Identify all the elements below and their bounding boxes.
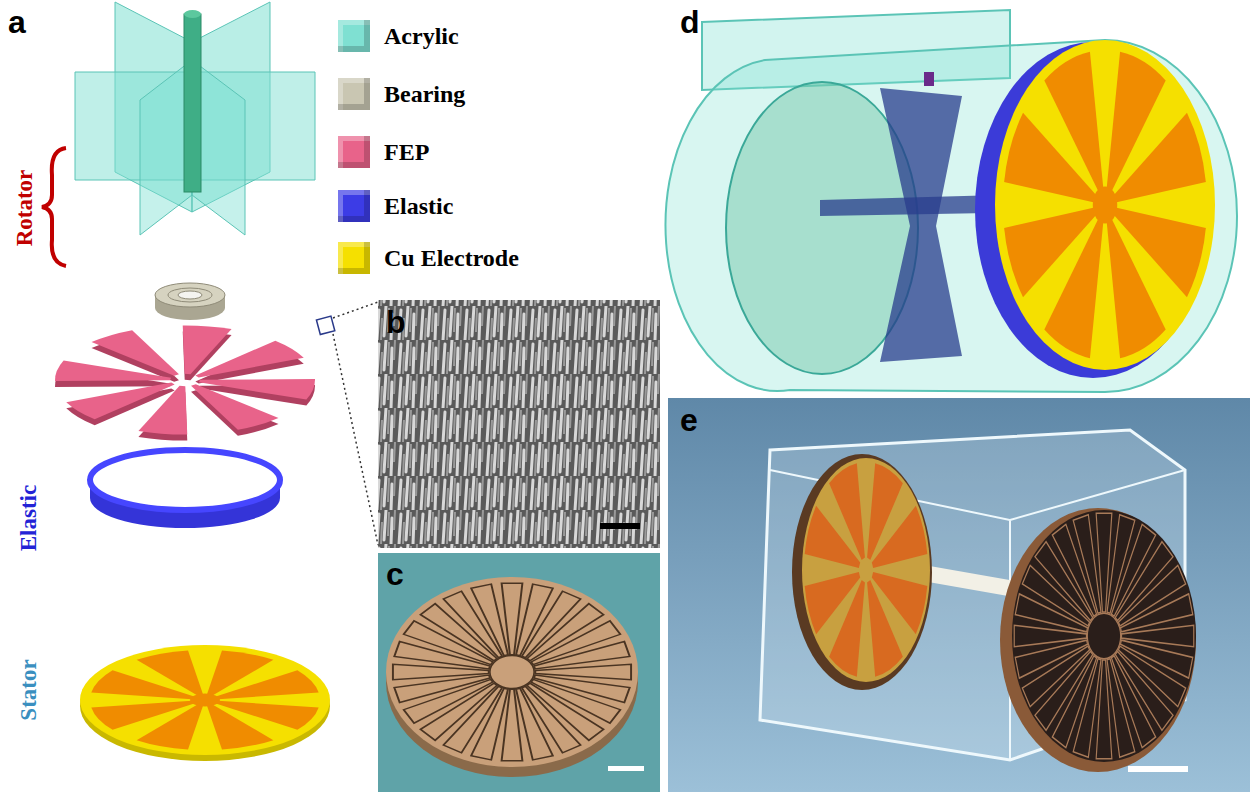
rotator-bracket — [42, 148, 66, 266]
device-render — [665, 10, 1237, 392]
legend-swatch — [338, 190, 370, 222]
panel-letter: a — [8, 6, 26, 38]
sem-image — [378, 300, 660, 548]
stator-photo — [378, 553, 660, 792]
elastic-ring — [90, 450, 280, 528]
legend-text: Elastic — [384, 194, 453, 218]
acrylic-impeller — [75, 2, 315, 235]
group-label: Rotator — [13, 170, 36, 247]
legend-swatch — [338, 242, 370, 274]
panel-letter: b — [386, 306, 406, 338]
zoom-lines — [333, 302, 378, 545]
group-label: Stator — [17, 659, 40, 720]
device-photo — [668, 398, 1250, 792]
bearing — [155, 283, 225, 320]
panel-letter: e — [680, 404, 698, 436]
stator-disk — [80, 645, 330, 761]
legend-swatch — [338, 20, 370, 52]
group-label: Elastic — [17, 485, 40, 551]
legend-text: Bearing — [384, 82, 465, 106]
legend-text: Acrylic — [384, 24, 459, 48]
legend-swatch — [338, 78, 370, 110]
fep-fan — [53, 316, 335, 441]
legend-swatch — [338, 136, 370, 168]
legend-text: FEP — [384, 140, 429, 164]
legend-text: Cu Electrode — [384, 246, 519, 270]
panel-letter: d — [680, 6, 700, 38]
panel-letter: c — [386, 558, 404, 590]
